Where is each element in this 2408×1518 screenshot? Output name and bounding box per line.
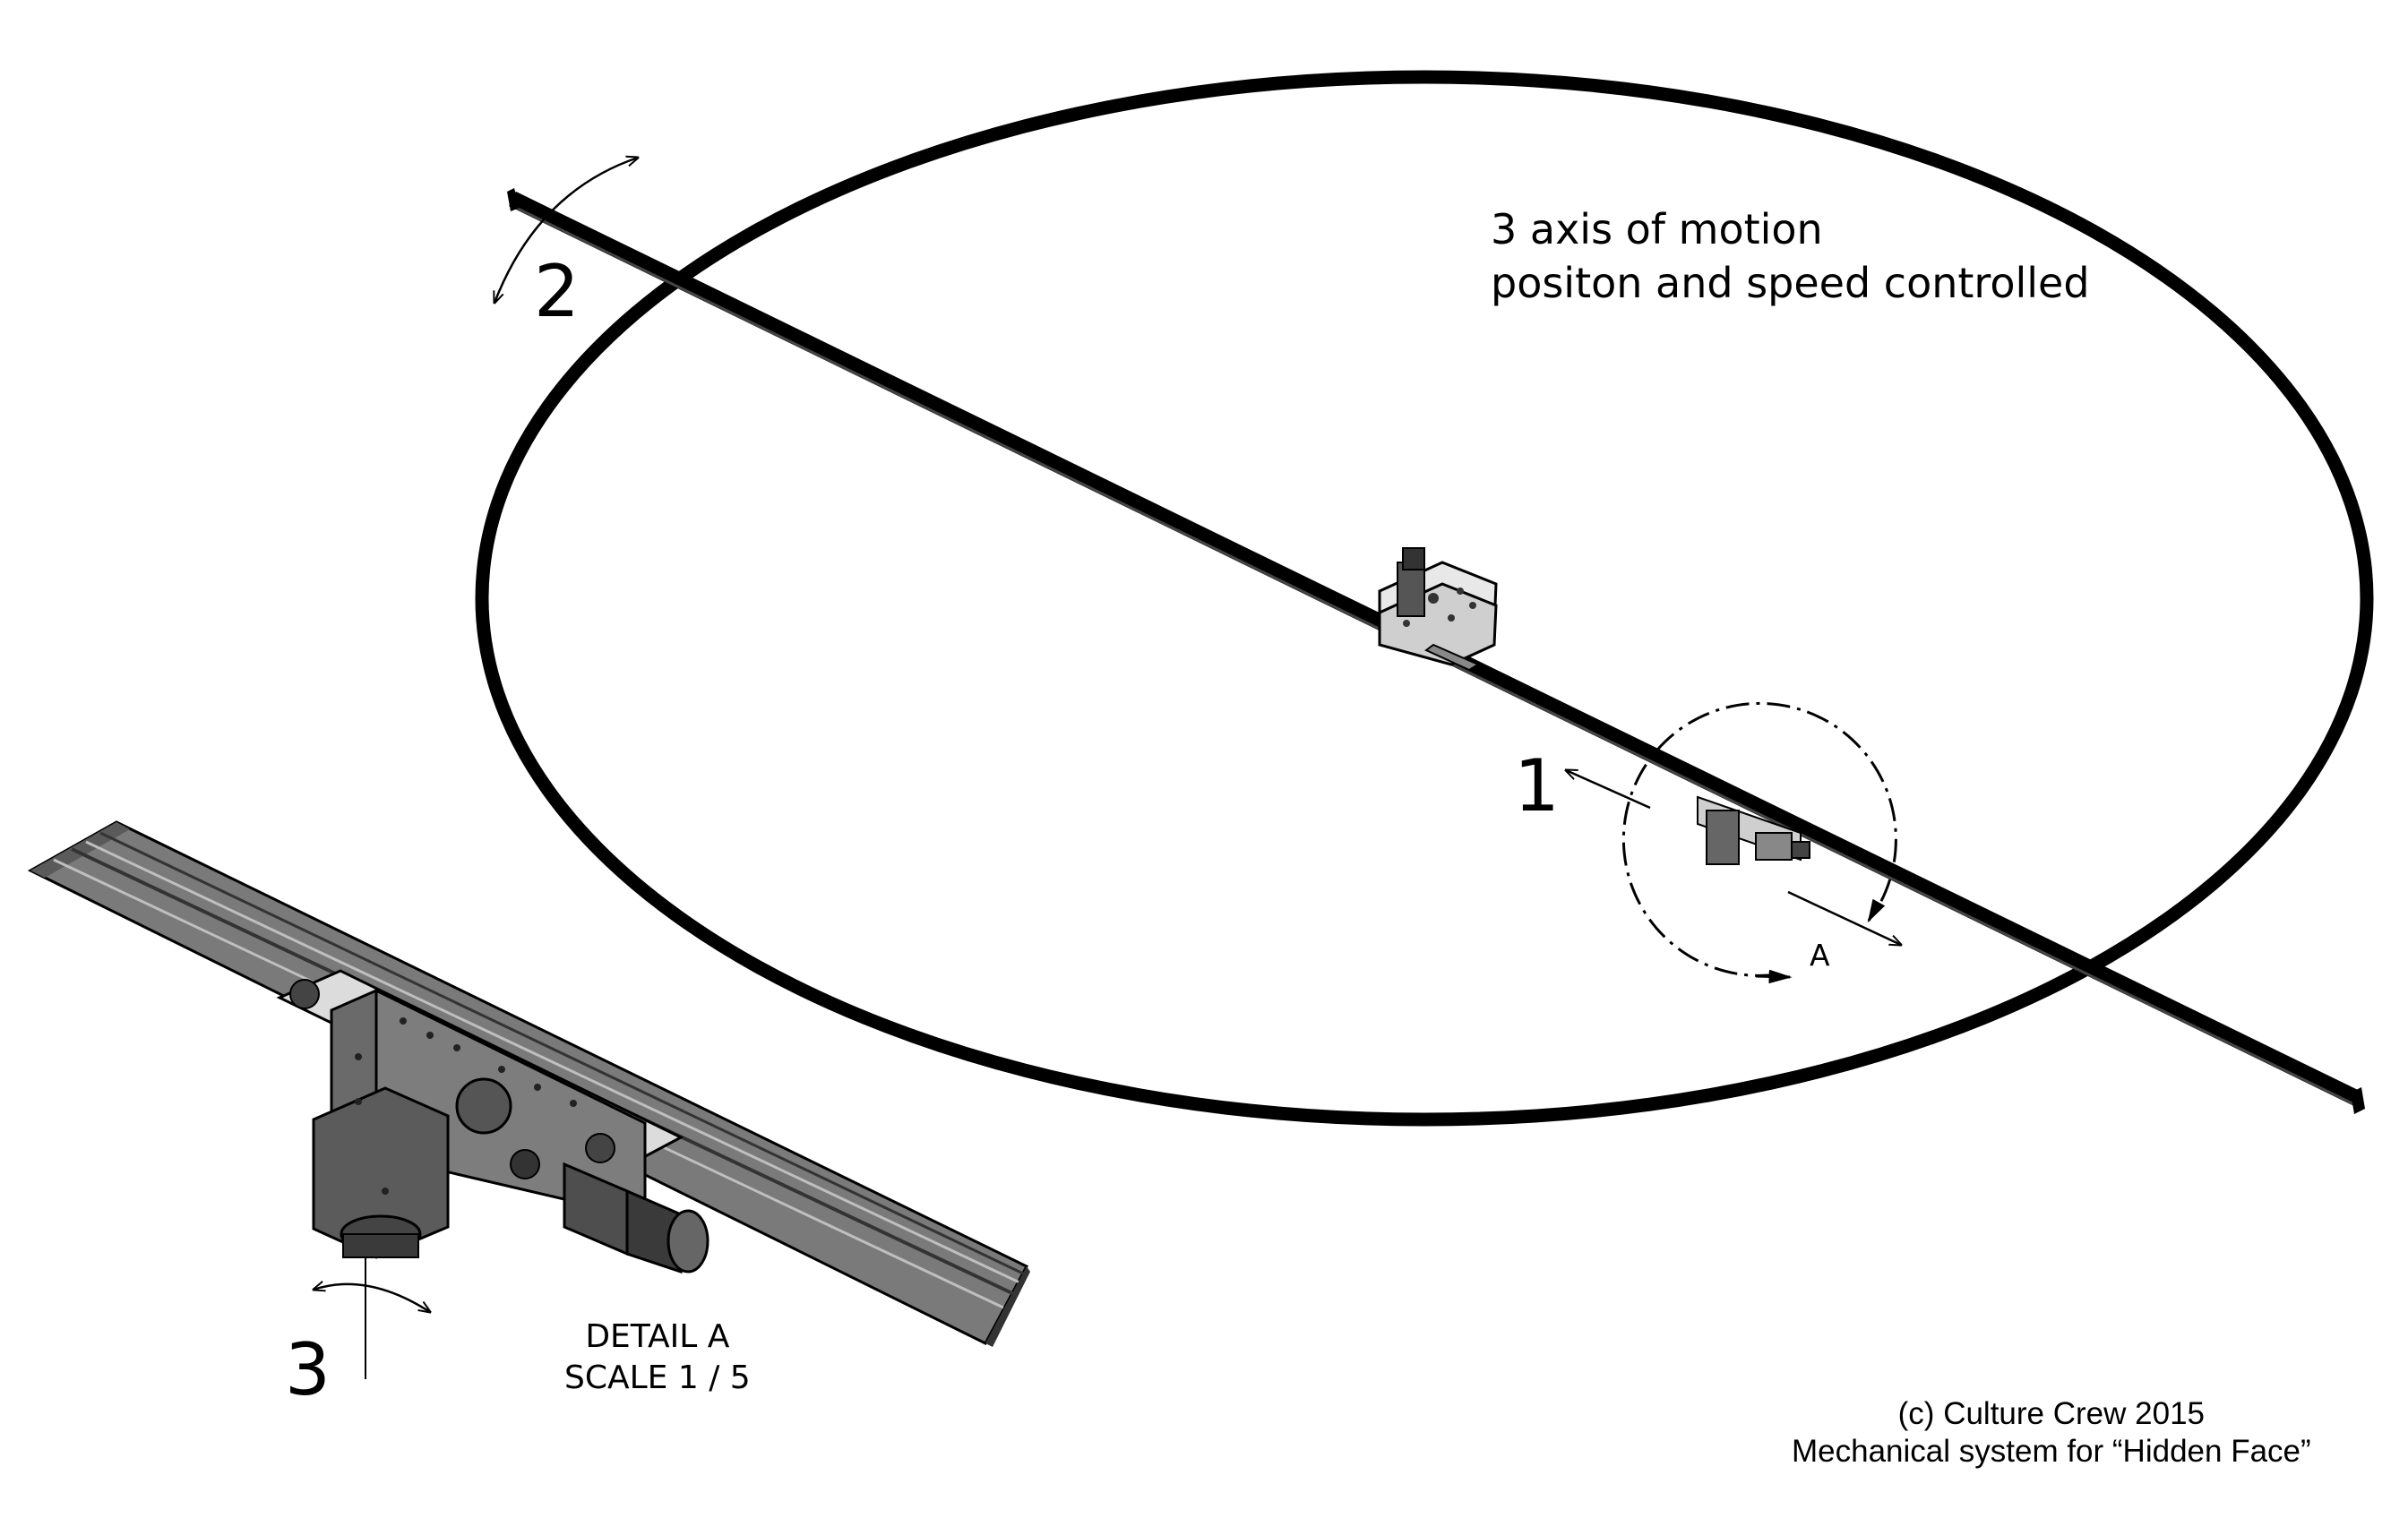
motion-note-line1: 3 axis of motion [1491, 205, 1823, 253]
circular-track [475, 70, 2374, 1127]
detail-caption: DETAIL A SCALE 1 / 5 [564, 1316, 751, 1399]
axis-3-label: 3 [285, 1328, 331, 1411]
axis2-rotation-arrow [494, 158, 638, 303]
detail-caption-line1: DETAIL A [585, 1318, 730, 1355]
detail-caption-line2: SCALE 1 / 5 [564, 1359, 751, 1396]
axis1-arrow-right [1787, 890, 1901, 945]
axis3-rotation-arrow [314, 1284, 430, 1312]
credit-line2: Mechanical system for “Hidden Face” [1792, 1434, 2311, 1469]
axis1-arrow-left [1566, 770, 1651, 810]
axis-1-label: 1 [1514, 744, 1560, 828]
detail-ref-label: A [1810, 938, 1830, 973]
axis-2-label: 2 [534, 250, 580, 333]
detail-circle [1621, 701, 1897, 977]
rail-carriage [1697, 795, 1810, 865]
motion-note-line2: positon and speed controlled [1491, 259, 2090, 307]
credit-line1: (c) Culture Crew 2015 [1897, 1396, 2205, 1431]
credit-block: (c) Culture Crew 2015 Mechanical system … [1792, 1395, 2311, 1471]
motion-note: 3 axis of motion positon and speed contr… [1491, 202, 2090, 310]
detail-carriage [276, 969, 710, 1274]
center-carriage [1378, 547, 1498, 672]
